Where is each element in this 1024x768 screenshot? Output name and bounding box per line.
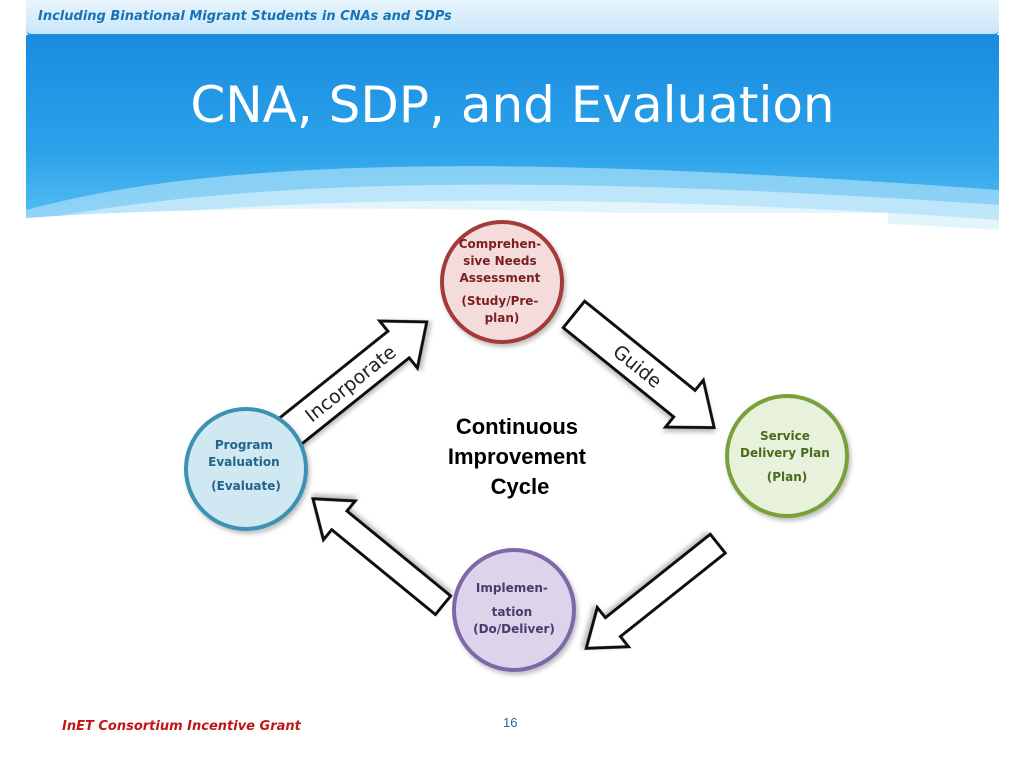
arrow-label-incorporate: Incorporate [301, 341, 400, 427]
node-text: sive Needs [463, 254, 536, 268]
arrow-deliver [584, 532, 728, 650]
node-text: (Evaluate) [211, 479, 281, 493]
node-text: Assessment [459, 271, 540, 285]
node-text: (Study/Pre- [461, 294, 538, 308]
top-banner: Including Binational Migrant Students in… [26, 0, 999, 36]
arrow-guide: Guide [561, 299, 716, 430]
node-text: (Do/Deliver) [473, 622, 555, 636]
arrow-evaluate [311, 497, 453, 617]
svg-text:Implemen- tation: Implemen- tation (Do/Deliver) [473, 581, 555, 636]
svg-text:Service Delivery Pla: Service Delivery Plan (Plan) [740, 429, 834, 484]
node-text: tation [492, 605, 532, 619]
node-text: Program [215, 438, 273, 452]
node-text: plan) [485, 311, 520, 325]
slide-title: CNA, SDP, and Evaluation [190, 76, 835, 134]
banner-text: Including Binational Migrant Students in… [38, 9, 452, 24]
center-label-line: Continuous [456, 414, 578, 439]
node-text: (Plan) [767, 470, 808, 484]
diagram-panel: Incorporate Guide Comprehen- sive Needs … [170, 213, 888, 689]
node-needs-assessment: Comprehen- sive Needs Assessment (Study/… [440, 220, 564, 344]
svg-text:Comprehen- sive Need: Comprehen- sive Needs Assessment (Study/… [459, 237, 546, 325]
node-text: Delivery Plan [740, 446, 830, 460]
cycle-diagram: Incorporate Guide Comprehen- sive Needs … [184, 220, 849, 672]
page-number: 16 [503, 715, 518, 730]
svg-text:Program Evaluation: Program Evaluation (Evaluate) [208, 438, 284, 493]
node-text: Evaluation [208, 455, 280, 469]
center-label-line: Improvement [448, 444, 587, 469]
node-implementation: Implemen- tation (Do/Deliver) [452, 548, 576, 672]
footer-grant-name: InET Consortium Incentive Grant [62, 719, 301, 734]
node-text: Service [760, 429, 810, 443]
node-program-evaluation: Program Evaluation (Evaluate) [184, 407, 308, 531]
node-service-delivery-plan: Service Delivery Plan (Plan) [725, 394, 849, 518]
center-label-line: Cycle [491, 474, 550, 499]
node-text: Implemen- [476, 581, 548, 595]
center-label: Continuous Improvement Cycle [448, 414, 592, 499]
arrow-incorporate: Incorporate [276, 319, 429, 448]
node-text: Comprehen- [459, 237, 541, 251]
